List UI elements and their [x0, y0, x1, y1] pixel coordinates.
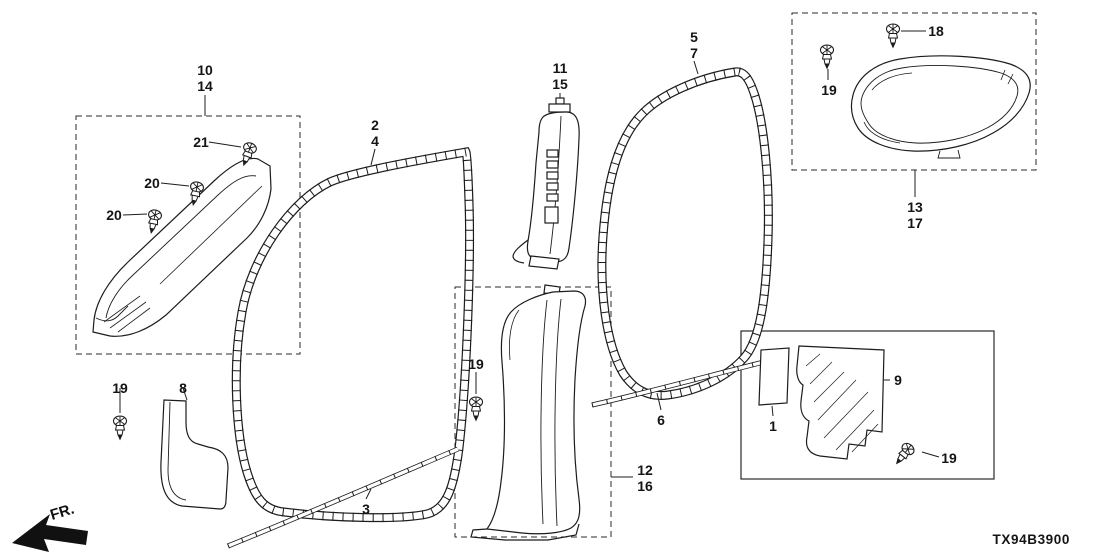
callout-19: 19 [821, 82, 837, 98]
b-pillar-upper-garnish [512, 97, 580, 270]
detail-box-b-pillar-lower [454, 286, 612, 538]
clip-icon-19-upper [819, 44, 835, 70]
clip-icon-20b [144, 208, 163, 235]
clip-icon-18 [885, 23, 901, 49]
quarter-pillar-garnish [850, 55, 1031, 159]
fr-direction: FR. [12, 501, 88, 552]
callout-20: 20 [144, 175, 160, 191]
quarter-lower-trim [796, 345, 885, 460]
clip-icon-19-rear [890, 440, 917, 469]
clip-icon-19-center [468, 396, 484, 422]
kick-panel-trim [160, 399, 229, 510]
door-opening-seal-front [236, 152, 469, 518]
pad [758, 347, 790, 406]
callout-20: 20 [106, 207, 122, 223]
clip-icon-19-front [112, 415, 128, 441]
door-opening-seal-rear [602, 72, 768, 396]
detail-box-quarter-upper [791, 12, 1037, 171]
callout-18: 18 [928, 23, 944, 39]
b-pillar-lower-garnish [470, 284, 587, 541]
callout-3: 3 [362, 501, 370, 517]
callout-21: 21 [193, 134, 209, 150]
callout-19: 19 [941, 450, 957, 466]
detail-box-quarter-lower [740, 330, 995, 480]
callout-6: 6 [657, 412, 665, 428]
detail-box-a-pillar [75, 115, 301, 355]
fr-label: FR. [48, 501, 76, 524]
callout-1: 1 [769, 418, 777, 434]
diagram-code: TX94B3900 [992, 532, 1070, 547]
callout-19: 19 [468, 356, 484, 372]
leader-lines [119, 30, 940, 500]
callout-9: 9 [894, 372, 902, 388]
callout-19: 19 [112, 380, 128, 396]
a-pillar-garnish [92, 157, 272, 337]
fr-arrow-icon [12, 514, 88, 552]
callout-8: 8 [179, 380, 187, 396]
